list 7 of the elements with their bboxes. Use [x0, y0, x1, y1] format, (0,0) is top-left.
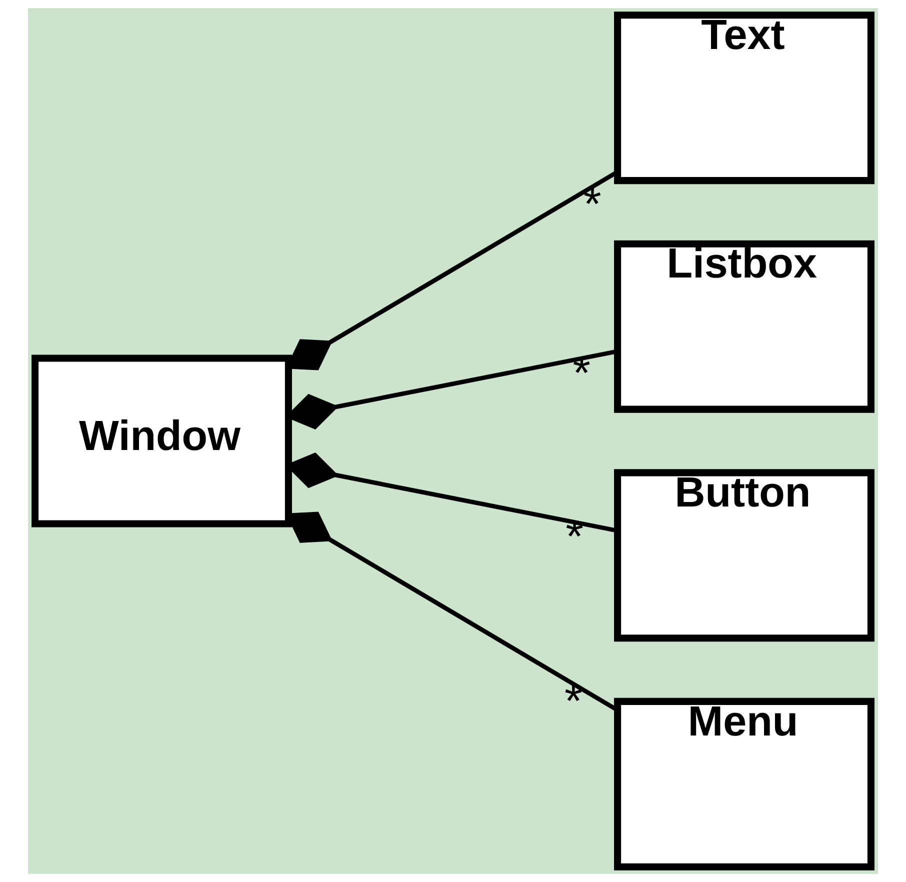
node-box: Menu [614, 698, 874, 870]
node-box: Button [614, 469, 874, 642]
edge-label: * [583, 178, 602, 230]
node-box: Listbox [614, 240, 874, 413]
node-box: Window [32, 354, 292, 528]
edge-label: * [564, 676, 582, 727]
node-box: Text [614, 12, 874, 184]
